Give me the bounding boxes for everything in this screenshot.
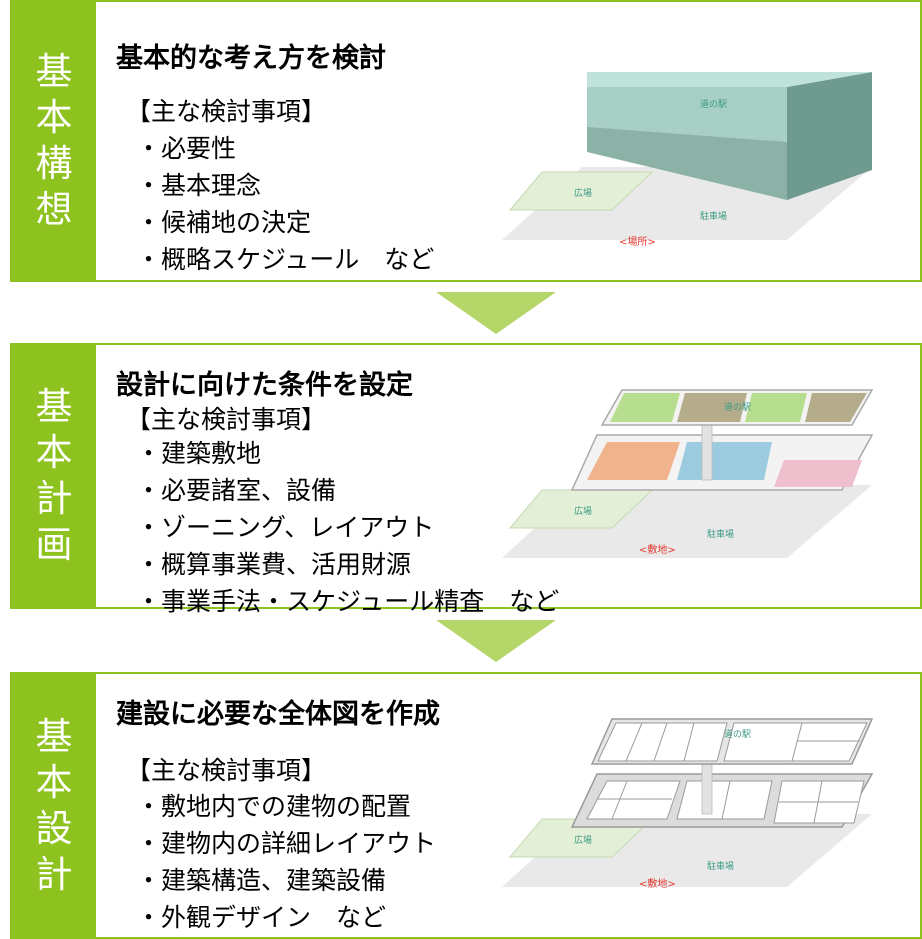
zone-olive bbox=[805, 393, 867, 422]
stage-label: 基本設計 bbox=[35, 714, 73, 896]
zone-blue bbox=[677, 442, 772, 480]
items-list: ・必要性 ・基本理念 ・候補地の決定 ・概略スケジュール など bbox=[136, 130, 434, 278]
zone-green bbox=[610, 393, 680, 422]
parking-label: 駐車場 bbox=[707, 528, 734, 540]
list-item: ・必要諸室、設備 bbox=[136, 476, 337, 505]
room bbox=[586, 780, 681, 820]
zone-green bbox=[745, 393, 807, 422]
stage-label-bar: 基本設計 bbox=[12, 674, 96, 937]
building-side bbox=[787, 72, 872, 200]
list-item: ・ゾーニング、レイアウト bbox=[136, 513, 435, 542]
stage-panel-basic-concept: 基本構想 基本的な考え方を検討 【主な検討事項】 ・必要性 ・基本理念 ・候補地… bbox=[10, 0, 922, 282]
items-heading: 【主な検討事項】 bbox=[126, 97, 327, 126]
stage-title: 建設に必要な全体図を作成 bbox=[116, 699, 440, 730]
partition bbox=[653, 722, 668, 762]
plaza-label: 広場 bbox=[574, 187, 592, 199]
items-heading: 【主な検討事項】 bbox=[126, 756, 327, 785]
plaza-label: 広場 bbox=[574, 505, 592, 517]
building-label: 道の駅 bbox=[700, 98, 727, 110]
site-label: <場所> bbox=[619, 235, 656, 248]
building-top bbox=[587, 72, 872, 87]
stage-title: 設計に向けた条件を設定 bbox=[116, 370, 413, 401]
list-item: ・候補地の決定 bbox=[136, 208, 312, 237]
list-item: ・概略スケジュール など bbox=[136, 245, 435, 274]
plaza-label: 広場 bbox=[574, 834, 592, 846]
list-item: ・建物内の詳細レイアウト bbox=[136, 829, 437, 858]
list-item: ・建築敷地 bbox=[136, 439, 262, 468]
partition bbox=[611, 780, 628, 820]
list-item: ・概算事業費、活用財源 bbox=[136, 550, 412, 579]
list-item: ・事業手法・スケジュール精査 など bbox=[136, 587, 560, 616]
parking-label: 駐車場 bbox=[700, 210, 727, 222]
partition bbox=[683, 722, 695, 762]
plaza-area bbox=[508, 171, 654, 211]
list-item: ・基本理念 bbox=[136, 171, 262, 200]
zone-orange bbox=[587, 442, 680, 480]
site-label: <敷地> bbox=[639, 877, 676, 890]
room bbox=[676, 780, 773, 820]
zone-pink bbox=[774, 460, 862, 487]
items-list: ・敷地内での建物の配置 ・建物内の詳細レイアウト ・建築構造、建築設備 ・外観デ… bbox=[136, 788, 436, 936]
partition bbox=[721, 780, 731, 820]
room bbox=[723, 722, 868, 762]
stage-label: 基本計画 bbox=[35, 385, 73, 566]
stage-label-bar: 基本計画 bbox=[12, 345, 96, 607]
site-illustration-concept: 広場 駐車場 道の駅 <場所> bbox=[502, 72, 872, 248]
stage-panel-basic-plan: 基本計画 設計に向けた条件を設定 【主な検討事項】 ・建築敷地 ・必要諸室、設備… bbox=[10, 343, 922, 616]
list-item: ・外観デザイン など bbox=[136, 903, 387, 932]
items-list: ・建築敷地 ・必要諸室、設備 ・ゾーニング、レイアウト ・概算事業費、活用財源 … bbox=[136, 435, 559, 620]
list-item: ・建築構造、建築設備 bbox=[136, 866, 387, 895]
building-upper-floor bbox=[587, 87, 787, 142]
room bbox=[597, 722, 728, 762]
site-illustration-plan: 広場 駐車場 道の駅 <敷地> bbox=[502, 389, 874, 558]
list-item: ・必要性 bbox=[136, 134, 237, 163]
parking-label: 駐車場 bbox=[707, 860, 734, 872]
building-label: 道の駅 bbox=[724, 401, 751, 413]
partition bbox=[791, 722, 803, 762]
stage-panel-basic-design: 基本設計 建設に必要な全体図を作成 【主な検討事項】 ・敷地内での建物の配置 ・… bbox=[10, 672, 922, 939]
down-arrow-icon bbox=[436, 292, 556, 334]
site-illustration-design: 広場 駐車場 道の駅 <敷地> bbox=[502, 718, 874, 890]
zone-olive bbox=[677, 393, 747, 422]
site-label: <敷地> bbox=[639, 543, 676, 556]
items-heading: 【主な検討事項】 bbox=[126, 405, 327, 434]
stage-label-bar: 基本構想 bbox=[12, 2, 96, 280]
down-arrow-icon bbox=[436, 620, 556, 662]
stage-title: 基本的な考え方を検討 bbox=[116, 43, 386, 74]
building-label: 道の駅 bbox=[724, 728, 751, 740]
partition bbox=[625, 722, 643, 762]
list-item: ・敷地内での建物の配置 bbox=[136, 792, 412, 821]
stage-label: 基本構想 bbox=[35, 50, 73, 231]
